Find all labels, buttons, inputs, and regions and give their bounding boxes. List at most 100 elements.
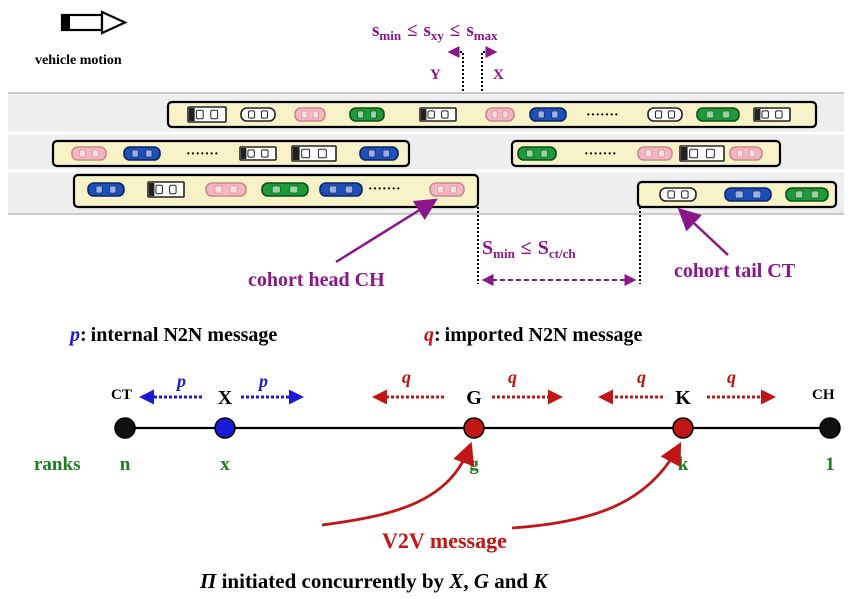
top-spacing-formula: smin≤sxy≤smax: [372, 20, 498, 43]
car-icon: [729, 146, 763, 161]
rank-label-ct: n: [120, 454, 131, 475]
caption-pi: Π: [199, 569, 217, 593]
caption-sep: ,: [463, 569, 474, 593]
v2v-label: V2V message: [382, 528, 507, 553]
chain-node-label-ct: CT: [111, 387, 132, 403]
gap-spacing-formula: Smin ≤ Sct/ch: [482, 237, 576, 261]
q-label-k-left: q: [637, 367, 646, 387]
truck-icon: [187, 106, 227, 123]
car-icon: [240, 107, 276, 122]
v2v-arrow-to-k: [511, 442, 682, 530]
mid-ctch-sub: ct/ch: [549, 246, 576, 261]
top-dots: ·······: [586, 108, 619, 123]
mid-right-dots: ·······: [584, 147, 617, 162]
car-icon: [517, 146, 557, 161]
rank-label-g: g: [469, 454, 479, 475]
ranks-label: ranks: [34, 454, 80, 475]
truck-icon: [753, 107, 791, 122]
top-s2: s: [424, 20, 431, 41]
car-icon: [485, 107, 515, 122]
chain-node-k: [672, 417, 694, 439]
mid-leq: ≤: [521, 237, 532, 259]
car-icon: [529, 107, 567, 122]
top-s3: s: [466, 20, 473, 41]
q-legend-colon: :: [434, 324, 441, 346]
car-icon: [319, 182, 363, 197]
rank-label-ch: 1: [825, 454, 835, 475]
caption-text: initiated concurrently by: [216, 569, 449, 593]
p-label-right: p: [257, 371, 268, 391]
vehicle-x-label: X: [493, 67, 504, 83]
cohort-tail-label: cohort tail CT: [674, 260, 796, 282]
truck-icon: [679, 145, 725, 162]
top-s1: s: [372, 20, 379, 41]
car-icon: [637, 146, 673, 161]
motion-arrow-icon: [60, 10, 128, 35]
vehicle-motion-label: vehicle motion: [35, 53, 122, 68]
q-label-g-left: q: [402, 367, 411, 387]
rank-label-x: x: [220, 454, 230, 475]
car-icon: [696, 107, 740, 122]
mid-s2: S: [538, 237, 549, 259]
p-legend-colon: :: [80, 324, 87, 346]
caption-and: and: [489, 569, 533, 593]
chain-node-ct: [114, 417, 136, 439]
mid-s1: S: [482, 237, 493, 259]
p-legend-symbol: p: [68, 324, 80, 346]
car-icon: [123, 146, 161, 161]
mid-min-sub: min: [493, 246, 515, 261]
p-legend-text: internal N2N message: [91, 324, 278, 346]
p-messages: p p: [139, 371, 304, 405]
p-label-left: p: [175, 371, 186, 391]
car-icon: [647, 107, 683, 122]
caption-k: K: [532, 569, 549, 593]
car-icon: [205, 182, 247, 197]
top-min-sub: min: [379, 28, 401, 43]
cohort-head-arrow: [335, 198, 438, 264]
car-icon: [294, 107, 326, 122]
q-legend-symbol: q: [424, 324, 434, 346]
caption-g: G: [474, 569, 489, 593]
chain-node-label-x: X: [218, 387, 233, 409]
chain-node-label-g: G: [466, 387, 482, 409]
truck-icon: [419, 107, 457, 122]
top-max-sub: max: [474, 28, 498, 43]
car-icon: [724, 187, 772, 202]
car-icon: [785, 187, 829, 202]
chain-nodes: CT n Xx Gg Kk CH 1: [111, 387, 841, 475]
chain-node-label-k: K: [675, 387, 691, 409]
rank-label-k: k: [678, 454, 689, 475]
car-icon: [659, 187, 697, 202]
chain-node-label-ch: CH: [812, 387, 835, 403]
v2v-arrow-to-g: [321, 441, 475, 527]
chain-node-ch: [819, 417, 841, 439]
top-xy-sub: xy: [431, 28, 445, 43]
car-icon: [261, 182, 309, 197]
truck-icon: [239, 146, 277, 161]
cohort-tail-arrow: [677, 207, 729, 256]
car-icon: [349, 107, 385, 122]
car-icon: [429, 182, 465, 197]
q-label-g-right: q: [508, 367, 517, 387]
bottom-dots: ·······: [368, 182, 401, 197]
q-label-k-right: q: [727, 367, 736, 387]
truck-icon: [291, 145, 337, 162]
chain-node-x: [214, 417, 236, 439]
vehicle-y-label: Y: [430, 67, 441, 83]
car-icon: [71, 146, 107, 161]
mid-left-dots: ·······: [186, 147, 219, 162]
car-icon: [87, 182, 125, 197]
vehicles: [71, 106, 829, 202]
top-leq1: ≤: [407, 20, 417, 41]
q-messages: q q q q: [372, 367, 776, 405]
q-legend-text: imported N2N message: [445, 324, 643, 346]
truck-icon: [147, 181, 185, 198]
cohort-head-label: cohort head CH: [248, 269, 385, 291]
chain-node-g: [463, 417, 485, 439]
q-legend: q:imported N2N message: [424, 324, 643, 346]
top-leq2: ≤: [450, 20, 460, 41]
caption-x: X: [448, 569, 464, 593]
car-icon: [359, 146, 399, 161]
p-legend: p:internal N2N message: [68, 324, 277, 346]
